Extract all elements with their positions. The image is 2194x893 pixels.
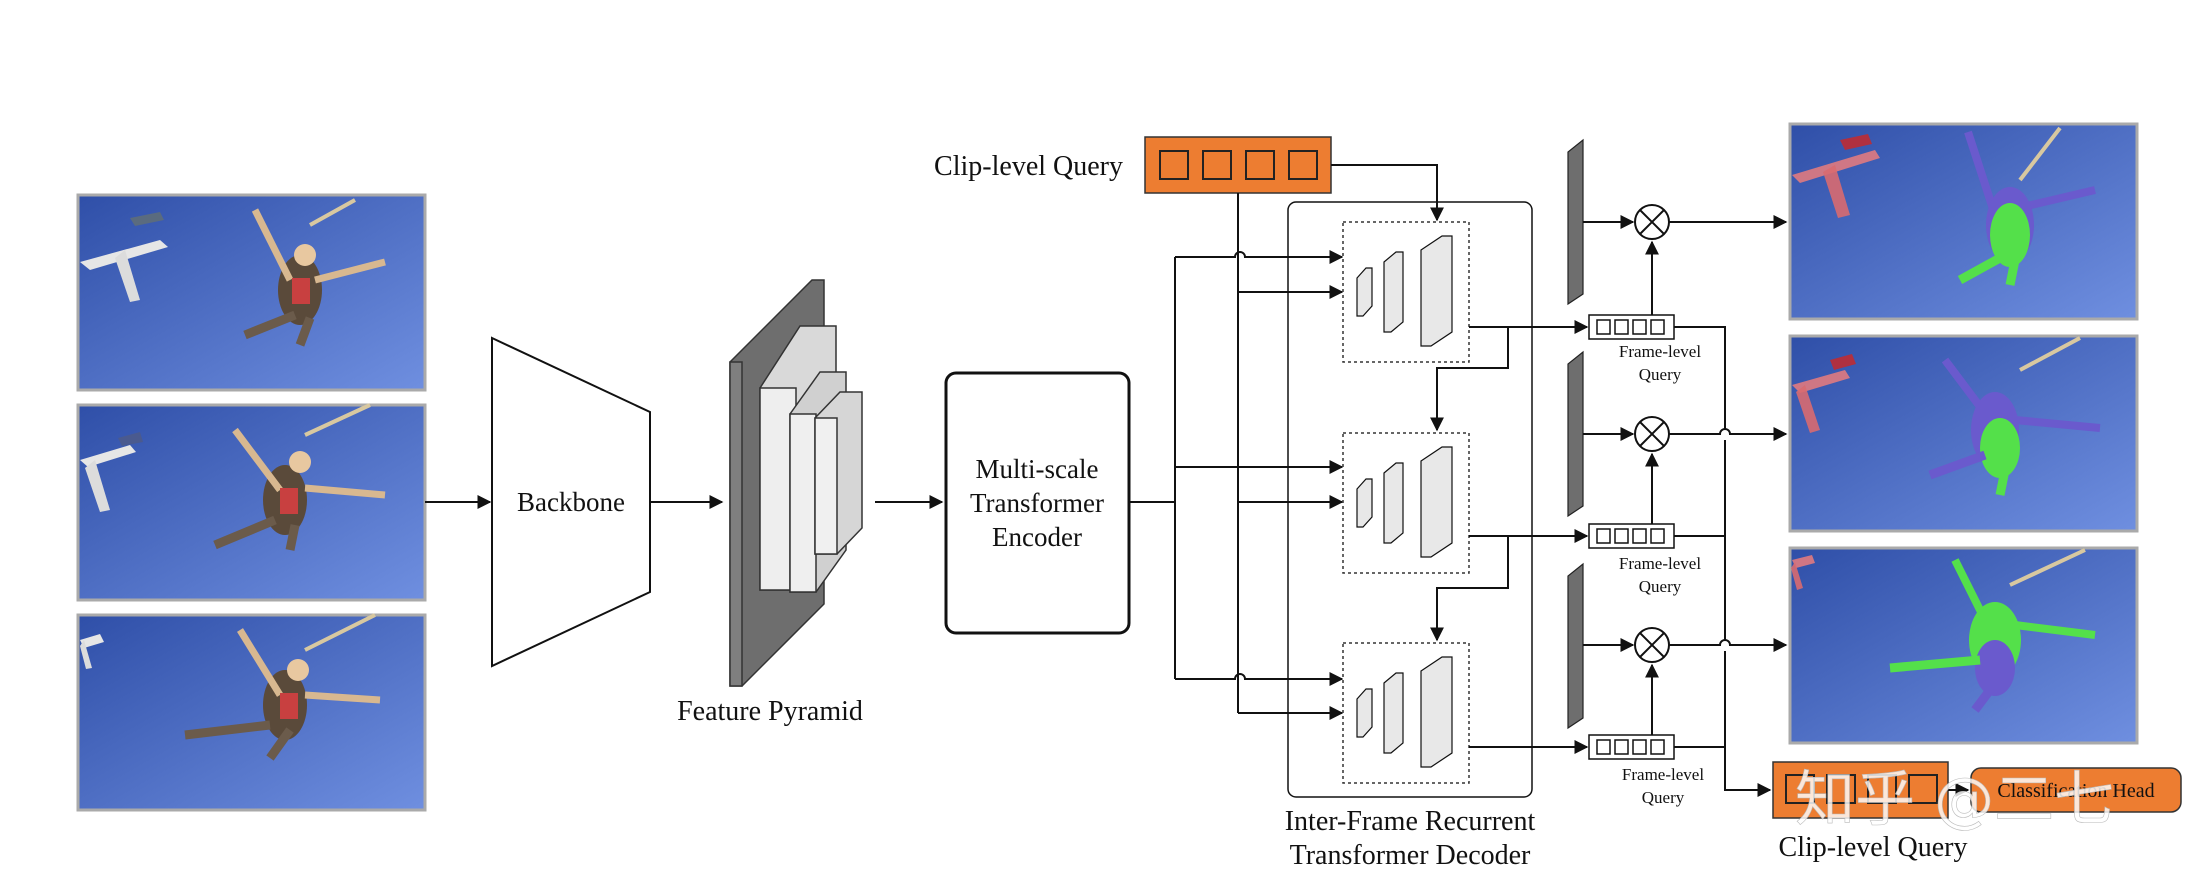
feature-pyramid: Feature Pyramid xyxy=(677,279,863,727)
frame-to-clip-lines xyxy=(1674,326,1772,797)
classification-head: Classification Head xyxy=(1970,767,2182,813)
decoder-layer-3 xyxy=(1342,642,1470,784)
backbone-block: Backbone xyxy=(491,336,651,668)
encoder-label-line2: Transformer xyxy=(970,488,1104,518)
frame-query-1-label-line2: Query xyxy=(1639,365,1682,384)
output-frames xyxy=(1788,122,2139,745)
feature-pyramid-label: Feature Pyramid xyxy=(677,696,863,727)
encoder-output-lines xyxy=(1129,250,1344,686)
frame-query-3-label-line2: Query xyxy=(1642,788,1685,807)
airplane-icon xyxy=(80,432,143,512)
airplane-icon xyxy=(80,634,104,669)
clip-level-query-top: Clip-level Query xyxy=(934,136,1332,194)
frame-query-row-3: Frame-level Query xyxy=(1567,562,1788,807)
recurrent-transformer-decoder: Inter-Frame Recurrent Transformer Decode… xyxy=(1285,201,1536,871)
frame-query-2-label-line2: Query xyxy=(1639,577,1682,596)
input-frame-3 xyxy=(76,613,427,812)
frame-query-row-1: Frame-level Query xyxy=(1567,138,1788,384)
frame-query-3-label-line1: Frame-level xyxy=(1622,765,1704,784)
watermark-text: 知乎 @二七 xyxy=(1795,765,2114,835)
decoder-layer-2 xyxy=(1342,432,1470,574)
output-frame-3 xyxy=(1788,546,2139,745)
decoder-output-lines xyxy=(1469,320,1589,754)
skydiver-icon xyxy=(184,613,381,761)
frame-query-1-label-line1: Frame-level xyxy=(1619,342,1701,361)
input-frame-1 xyxy=(76,193,427,392)
decoder-layer-1 xyxy=(1342,221,1470,363)
decoder-label-line1: Inter-Frame Recurrent xyxy=(1285,806,1536,837)
decoder-label-line2: Transformer Decoder xyxy=(1290,840,1531,871)
frame-query-row-2: Frame-level Query xyxy=(1567,350,1788,596)
clip-query-bottom-label: Clip-level Query xyxy=(1779,832,1968,863)
backbone-label: Backbone xyxy=(517,487,625,517)
frame-query-2-label-line1: Frame-level xyxy=(1619,554,1701,573)
output-frame-2 xyxy=(1788,334,2139,533)
clip-level-query-bottom: Clip-level Query xyxy=(1772,761,1968,863)
skydiver-icon xyxy=(213,403,386,551)
encoder-label-line3: Encoder xyxy=(992,522,1082,552)
transformer-encoder: Multi-scale Transformer Encoder xyxy=(944,371,1131,635)
input-frames xyxy=(76,193,427,812)
skydiver-icon xyxy=(243,198,386,347)
output-frame-1 xyxy=(1788,122,2139,321)
clip-query-top-label: Clip-level Query xyxy=(934,151,1123,182)
classification-head-label: Classification Head xyxy=(1997,780,2154,802)
airplane-icon xyxy=(80,212,168,302)
input-frame-2 xyxy=(76,403,427,602)
encoder-label-line1: Multi-scale xyxy=(976,454,1099,484)
